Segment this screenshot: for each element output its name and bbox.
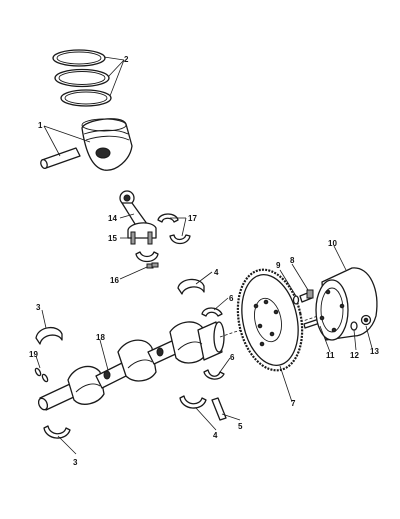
drive-coupler [315, 267, 378, 341]
callout-labels: 1 2 14 15 17 16 4 6 3 18 19 6 4 5 3 7 9 … [29, 55, 379, 467]
connecting-rod [119, 190, 157, 245]
callout-18: 18 [96, 333, 105, 342]
piston-pin-boss [95, 147, 111, 159]
rod-bearing-lower [169, 234, 191, 245]
bearing-insert [211, 397, 227, 421]
thrust-bearing-lower [203, 369, 225, 380]
callout-5: 5 [238, 422, 243, 431]
leader-lines [35, 56, 373, 455]
callout-12: 12 [350, 351, 359, 360]
crank-counterweight-2 [117, 339, 157, 382]
callout-1: 1 [38, 121, 43, 130]
coupler-bolt [299, 289, 314, 303]
callout-17: 17 [188, 214, 197, 223]
main-bearing-left-upper [35, 327, 63, 345]
main-bearing-left-lower [43, 425, 71, 439]
hex-nut [360, 314, 372, 326]
rod-bearing-upper [157, 213, 179, 223]
callout-11: 11 [326, 351, 335, 360]
piston-ring-bottom [60, 89, 112, 107]
piston-rings [52, 49, 112, 107]
main-bearing-upper [177, 278, 205, 295]
callout-13: 13 [370, 347, 379, 356]
callout-7: 7 [291, 399, 296, 408]
piston-ring-top [52, 49, 106, 67]
coupler-washer [292, 295, 300, 305]
callout-4-top: 4 [214, 268, 219, 277]
callout-15: 15 [108, 234, 117, 243]
callout-19: 19 [29, 350, 38, 359]
main-bearing-lower [179, 395, 207, 409]
callout-3-bottom: 3 [73, 458, 78, 467]
callout-8: 8 [290, 256, 295, 265]
lock-washer [350, 321, 358, 331]
thrust-bearing-upper [201, 307, 223, 317]
piston-ring-middle [54, 68, 110, 88]
callout-14: 14 [108, 214, 117, 223]
crankshaft [37, 321, 225, 411]
piston-pin [40, 147, 81, 170]
piston [81, 118, 133, 171]
piston-assembly [40, 118, 133, 171]
dowel-pins [34, 367, 49, 383]
rod-cap [135, 251, 159, 263]
callout-6-top: 6 [229, 294, 234, 303]
callout-2: 2 [124, 55, 129, 64]
rod-bearing-halves [157, 213, 191, 245]
callout-4-bottom: 4 [213, 431, 218, 440]
callout-6-bottom: 6 [230, 353, 235, 362]
callout-9: 9 [276, 261, 281, 270]
callout-16: 16 [110, 276, 119, 285]
callout-10: 10 [328, 239, 337, 248]
callout-3-top: 3 [36, 303, 41, 312]
rod-nuts [146, 262, 159, 269]
flywheel [236, 268, 304, 372]
